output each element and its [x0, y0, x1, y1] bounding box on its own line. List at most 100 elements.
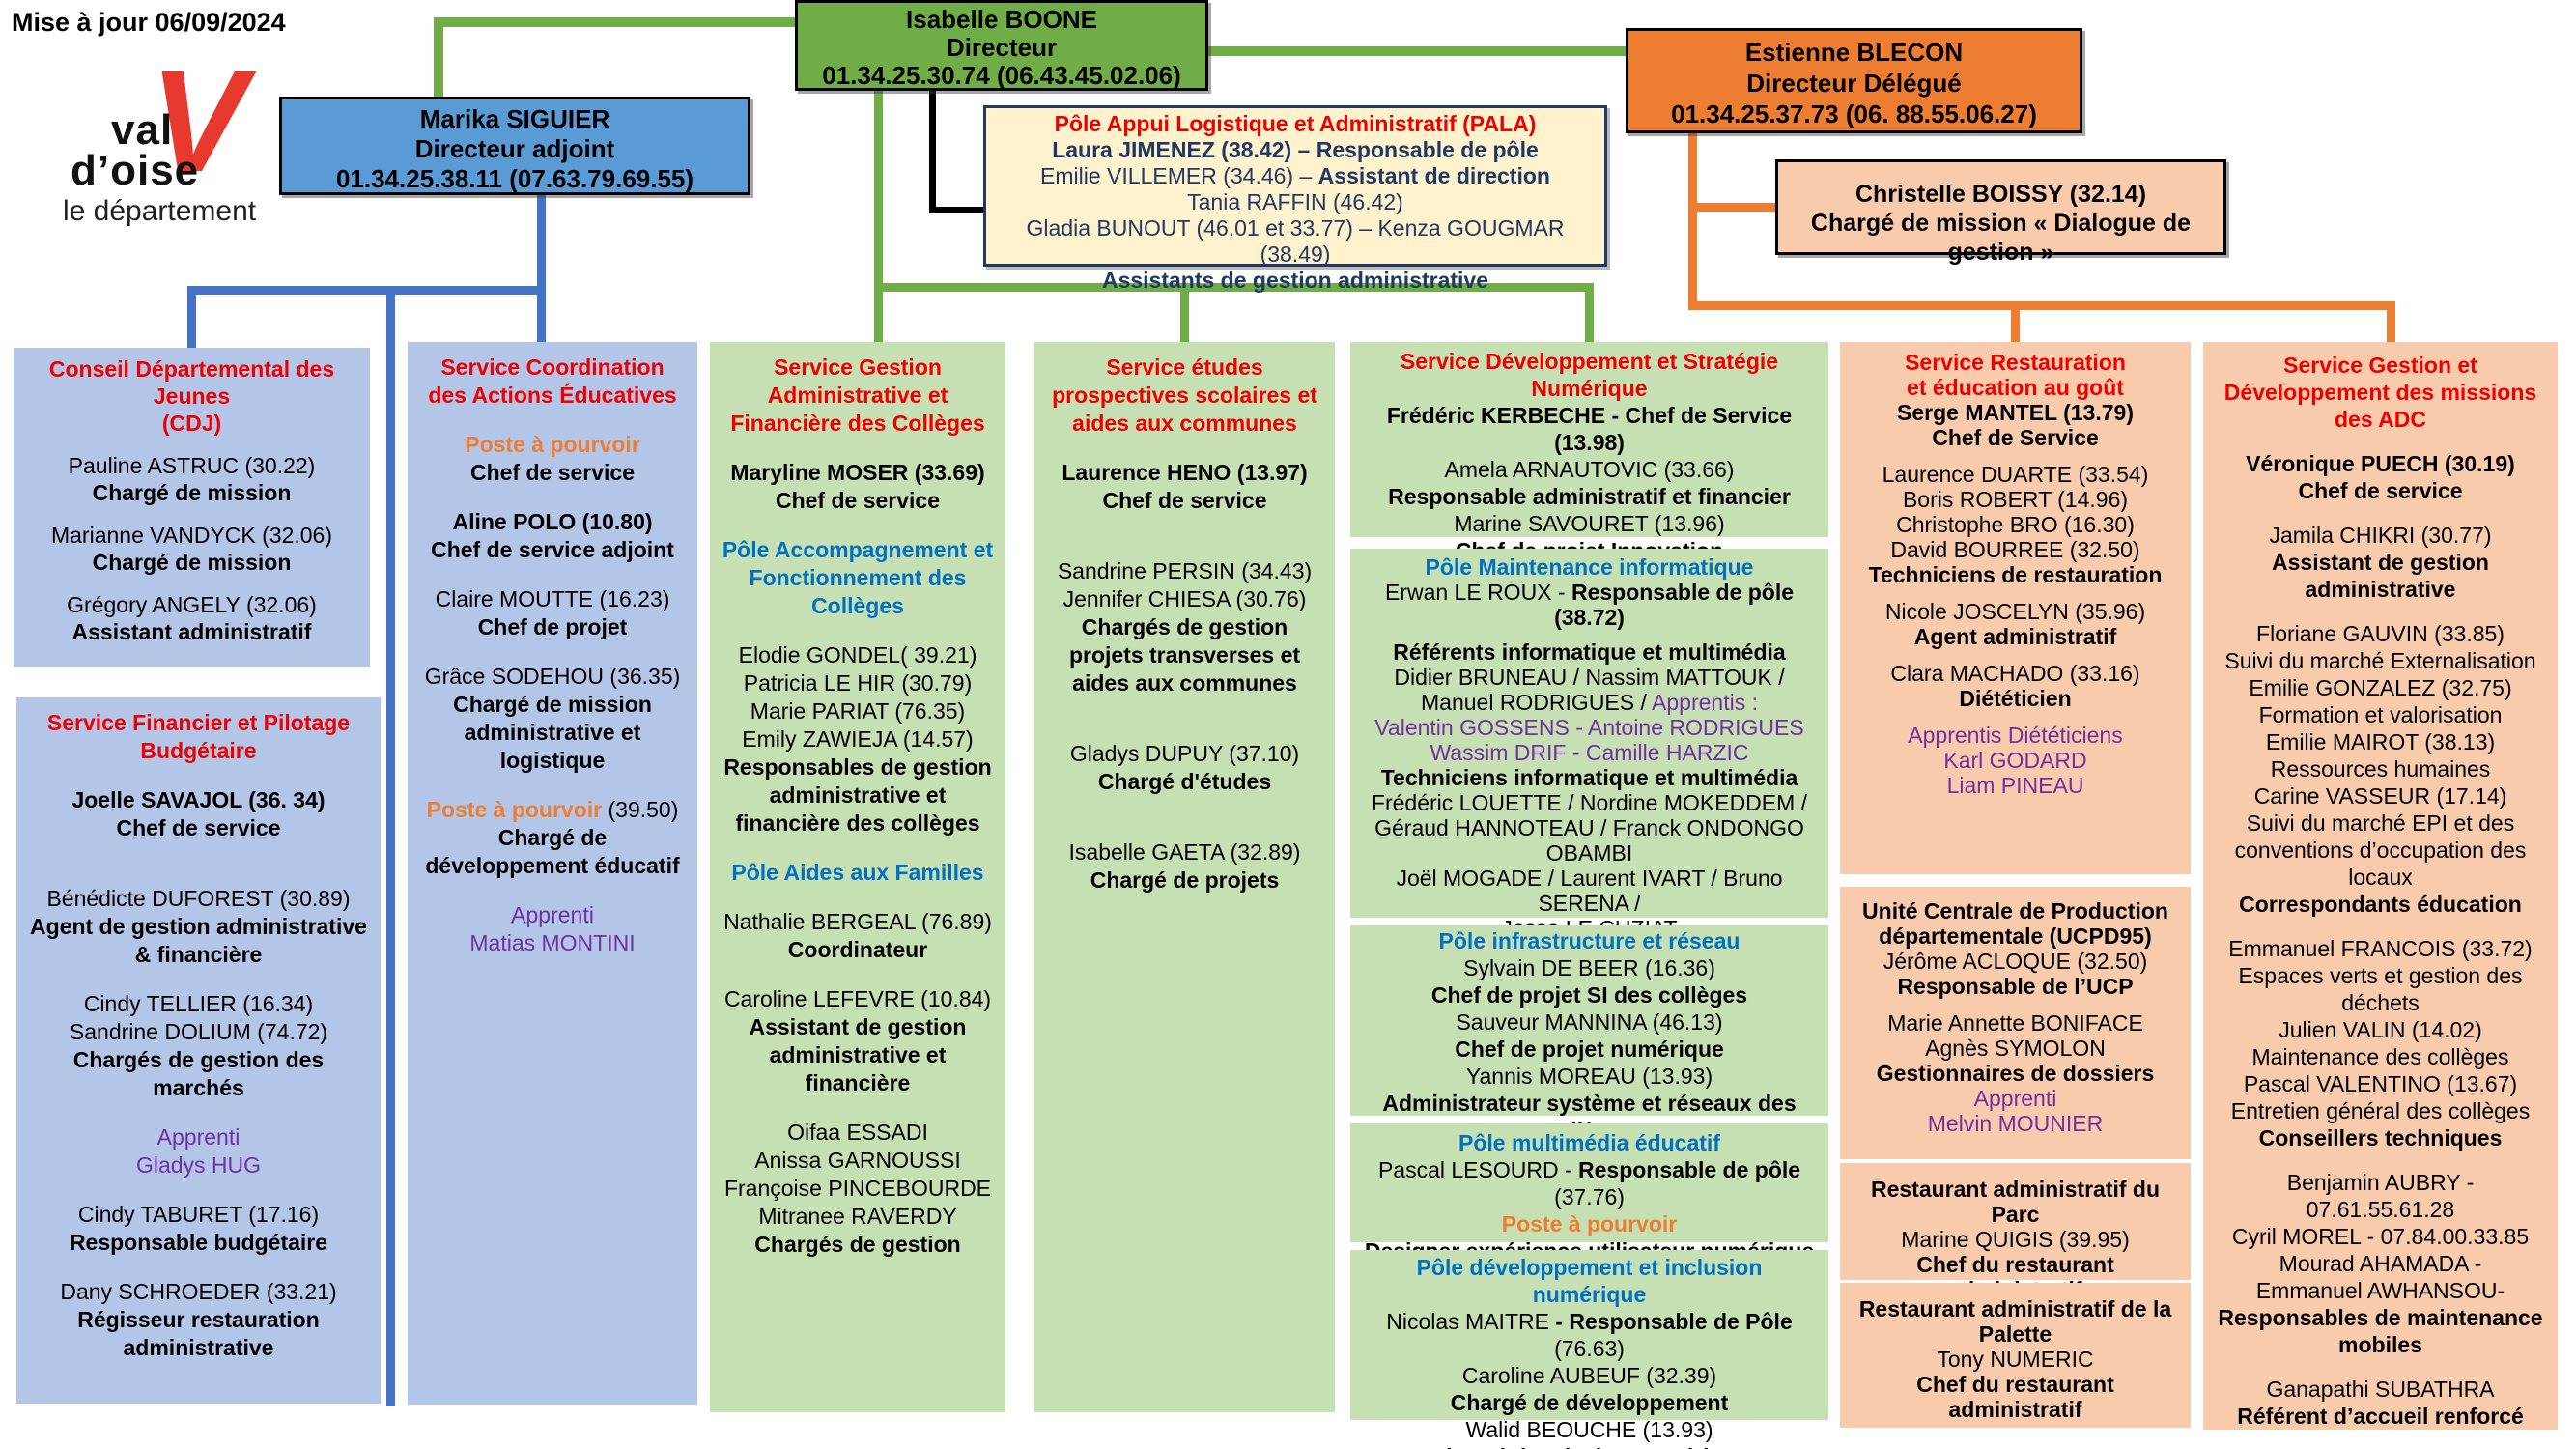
- text-line: Manuel RODRIGUES / Apprentis :: [1350, 690, 1828, 715]
- text-line: Sandrine PERSIN (34.43): [1057, 558, 1313, 583]
- spacer: [1840, 587, 2191, 599]
- connector-line: [1206, 46, 1628, 56]
- text-line: Chargé de mission « Dialogue de gestion …: [1810, 210, 2192, 266]
- text-line: Tony NUMERIC: [1937, 1347, 2094, 1372]
- text-line: Emilie GONZALEZ (32.75): [2249, 675, 2512, 700]
- text-line: Nathalie BERGEAL (76.89): [723, 909, 992, 934]
- text-line: Marie PARIAT (76.35): [750, 698, 966, 724]
- text-line: Service Coordination des Actions Éducati…: [428, 355, 677, 408]
- text-line: Assistant de gestion administrative: [2272, 550, 2489, 602]
- spacer: [16, 969, 381, 990]
- text-line: 01.34.25.38.11 (07.63.79.69.55): [335, 164, 694, 193]
- text-line: Directeur: [946, 33, 1058, 62]
- text-line: Entretien général des collèges: [2230, 1098, 2531, 1123]
- text-line: Joelle SAVAJOL (36. 34): [71, 787, 326, 812]
- text-span: Nicolas MAITRE: [1386, 1309, 1549, 1334]
- spacer: [1034, 515, 1335, 536]
- text-line: Conseillers techniques: [2258, 1125, 2503, 1151]
- text-line: Yannis MOREAU (13.93): [1465, 1064, 1713, 1089]
- text-line: Chef de projet: [477, 614, 628, 639]
- text-line: Emmanuel AWHANSOU-: [2255, 1278, 2505, 1303]
- connector-line: [874, 283, 883, 344]
- connector-line: [929, 89, 936, 213]
- text-line: Service études prospectives scolaires et…: [1052, 355, 1317, 436]
- text-line: Mourad AHAMADA -: [2279, 1251, 2482, 1276]
- spacer: [1840, 711, 2191, 723]
- box-service-financier: Service Financier et Pilotage Budgétaire…: [16, 697, 381, 1404]
- text-line: Emmanuel FRANCOIS (33.72): [2228, 936, 2533, 961]
- text-line: 01.34.25.37.73 (06. 88.55.06.27): [1671, 99, 2037, 128]
- text-line: Directeur adjoint: [414, 134, 615, 163]
- logo-text-doise: d’oise: [71, 147, 200, 194]
- text-span: Responsable de pôle (38.72): [1554, 580, 1795, 630]
- connector-line: [187, 286, 196, 350]
- box-ucpd95: Unité Centrale de Production département…: [1840, 887, 2191, 1159]
- spacer: [16, 842, 381, 864]
- connector-line: [874, 283, 1594, 292]
- text-line: Julien VALIN (14.02): [2279, 1017, 2482, 1042]
- text-line: Jennifer CHIESA (30.76): [1062, 586, 1307, 611]
- text-line: Françoise PINCEBOURDE: [723, 1176, 992, 1201]
- spacer: [2203, 433, 2558, 450]
- text-line: Assistant de gestion administrative et f…: [749, 1014, 967, 1095]
- box-pole-dev-inclusion-numerique: Pôle développement et inclusion numériqu…: [1350, 1250, 1828, 1449]
- text-line: Référents informatique et multimédia: [1393, 639, 1786, 665]
- text-line: Gladia BUNOUT (46.01 et 33.77) – Kenza G…: [1026, 215, 1565, 267]
- text-line: David BOURREE (32.50): [1890, 537, 2140, 562]
- text-line: Référent d’accueil renforcé: [2237, 1404, 2524, 1429]
- spacer: [1840, 649, 2191, 661]
- text-line: Patricia LE HIR (30.79): [743, 670, 973, 696]
- text-span: Emilie VILLEMER (34.46) –: [1040, 163, 1318, 188]
- text-line: Chef du restaurant administratif: [1916, 1372, 2114, 1422]
- text-line: Chargé de mission numérique: [1350, 1443, 1828, 1449]
- text-line: Nicolas MAITRE - Responsable de Pôle (76…: [1350, 1308, 1828, 1362]
- text-line: Responsables de gestion administrative e…: [723, 754, 992, 836]
- text-line: Laura JIMENEZ (38.42) – Responsable de p…: [1052, 137, 1539, 162]
- text-line: Suivi du marché EPI et des conventions d…: [2234, 810, 2527, 890]
- text-line: Erwan LE ROUX - Responsable de pôle (38.…: [1350, 580, 1828, 630]
- text-line: Sylvain DE BEER (16.36): [1463, 955, 1715, 980]
- spacer: [408, 880, 697, 901]
- text-line: Assistant administratif: [71, 619, 312, 644]
- text-line: Pôle Accompagnement et Fonctionnement de…: [722, 537, 994, 618]
- text-line: Amela ARNAUTOVIC (33.66): [1444, 457, 1735, 482]
- text-line: Walid BEOUCHE (13.93): [1465, 1417, 1713, 1442]
- text-line: 01.34.25.30.74 (06.43.45.02.06): [822, 61, 1181, 90]
- spacer: [14, 506, 370, 522]
- text-line: Chargés de gestion des marchés: [72, 1047, 325, 1100]
- text-line: Joël MOGADE / Laurent IVART / Bruno SERE…: [1396, 866, 1783, 916]
- text-line: Mitranee RAVERDY: [758, 1204, 957, 1229]
- text-line: Aline POLO (10.80): [452, 509, 653, 534]
- spacer: [2203, 603, 2558, 620]
- spacer: [408, 487, 697, 508]
- text-line: Cindy TABURET (17.16): [77, 1202, 320, 1227]
- connector-line: [187, 286, 546, 295]
- spacer: [1350, 630, 1828, 639]
- spacer: [1034, 536, 1335, 557]
- text-line: Oifaa ESSADI: [787, 1120, 928, 1145]
- text-line: Isabelle GAETA (32.89): [1068, 839, 1301, 865]
- text-line: Service Financier et Pilotage Budgétaire: [46, 710, 351, 763]
- text-line: Pascal VALENTINO (13.67): [2243, 1071, 2518, 1096]
- text-line: Didier BRUNEAU / Nassim MATTOUK /: [1394, 665, 1785, 690]
- text-line: Dany SCHROEDER (33.21): [60, 1279, 337, 1304]
- text-line: Chef de projet SI des collèges: [1430, 982, 1748, 1008]
- spacer: [1840, 450, 2191, 462]
- text-line: Emily ZAWIEJA (14.57): [742, 726, 974, 752]
- text-line: Marika SIGUIER: [419, 104, 610, 133]
- connector-line: [2011, 301, 2020, 344]
- text-span: Manuel RODRIGUES /: [1421, 690, 1653, 715]
- spacer: [710, 515, 1005, 536]
- text-line: Formation et valorisation: [2258, 702, 2503, 727]
- text-line: Tania RAFFIN (46.42): [1187, 189, 1403, 214]
- text-span: Erwan LE ROUX -: [1384, 580, 1571, 605]
- text-line: Maintenance des collèges: [2251, 1044, 2509, 1069]
- text-line: Cindy TELLIER (16.34): [83, 991, 314, 1016]
- text-line: Laurence HENO (13.97): [1062, 460, 1308, 485]
- spacer: [1034, 719, 1335, 740]
- text-line: Service Gestion Administrative et Financ…: [730, 355, 985, 436]
